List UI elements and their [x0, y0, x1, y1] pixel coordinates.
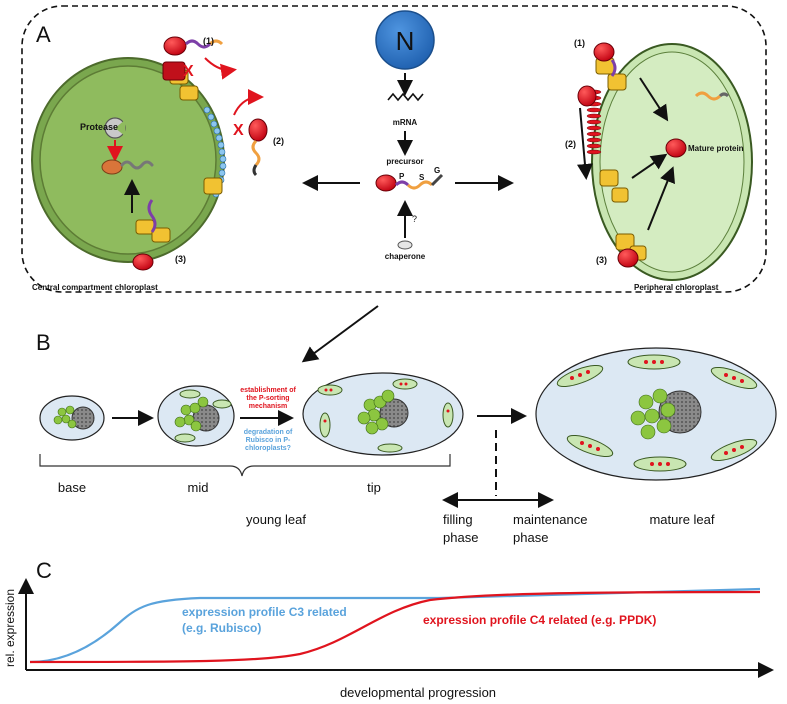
- translocon-icon: [135, 69, 223, 243]
- svg-text:P: P: [399, 172, 405, 181]
- mature-protein-label: Mature protein: [688, 144, 744, 153]
- chaperone-label: chaperone: [385, 252, 426, 261]
- cell-base: [39, 395, 105, 441]
- svg-text:(2): (2): [565, 139, 576, 149]
- svg-text:(3): (3): [596, 255, 607, 265]
- svg-text:chloroplasts?: chloroplasts?: [245, 445, 291, 452]
- x-axis-label: developmental progression: [340, 685, 496, 700]
- svg-text:degradation of: degradation of: [244, 429, 293, 436]
- svg-text:G: G: [434, 166, 440, 175]
- mature-leaf-label: mature leaf: [649, 512, 714, 527]
- a-to-b-arrow: [301, 305, 379, 363]
- peripheral-chloroplast: Mature protein (1) (2) (3): [565, 38, 753, 281]
- mid-tip-notes: establishment of the P-sorting mechanism…: [240, 387, 296, 452]
- degraded-protein-icon: [101, 159, 123, 175]
- young-leaf-label: young leaf: [246, 512, 306, 527]
- right-chloroplast-caption: Peripheral chloroplast: [634, 283, 719, 292]
- maintenance-phase-1: maintenance: [513, 512, 587, 527]
- svg-text:(1): (1): [574, 38, 585, 48]
- mrna-icon: [387, 92, 424, 102]
- stage-base: base: [58, 480, 86, 495]
- svg-text:mechanism: mechanism: [249, 403, 288, 410]
- left-route1: (1) X: [163, 36, 237, 80]
- svg-text:(1): (1): [203, 36, 214, 46]
- filling-phase-2: phase: [443, 530, 478, 545]
- cell-mature: [535, 347, 777, 481]
- nucleus-label: N: [396, 26, 415, 56]
- filling-phase-1: filling: [443, 512, 473, 527]
- precursor-protein: P S G: [375, 166, 444, 192]
- panel-c-letter: C: [36, 558, 52, 583]
- stage-mid: mid: [188, 480, 209, 495]
- c3-label-1: expression profile C3 related: [182, 605, 347, 619]
- central-chloroplast: Protease: [31, 57, 227, 271]
- cell-tip: [302, 372, 464, 456]
- mrna-label: mRNA: [393, 118, 418, 127]
- question-mark: ?: [412, 214, 417, 224]
- left-route2: (2) X: [233, 89, 284, 177]
- svg-text:(2): (2): [273, 136, 284, 146]
- nucleus: N: [375, 10, 435, 70]
- protease-label: Protease: [80, 122, 118, 132]
- chaperone-icon: [397, 240, 413, 250]
- nucleus-icon: [375, 10, 435, 70]
- panel-b: B establishment of the P-so: [36, 330, 777, 545]
- c4-label: expression profile C4 related (e.g. PPDK…: [423, 613, 656, 627]
- svg-text:the P-sorting: the P-sorting: [246, 395, 289, 402]
- panel-c: C rel. expression developmental progress…: [3, 558, 774, 700]
- cell-mid: [157, 385, 235, 447]
- maintenance-phase-2: phase: [513, 530, 548, 545]
- panel-a: A Protease: [21, 5, 767, 293]
- panel-a-letter: A: [36, 22, 51, 47]
- svg-text:Rubisco in P-: Rubisco in P-: [246, 437, 291, 444]
- panel-a-frame: [21, 5, 767, 293]
- precursor-label: precursor: [386, 157, 423, 166]
- left-chloroplast-caption: Central compartment chloroplast: [32, 283, 158, 292]
- c4-expression-curve: [29, 590, 761, 664]
- svg-text:X: X: [183, 63, 194, 80]
- svg-text:S: S: [419, 173, 425, 182]
- left-route3: (3): [175, 254, 186, 264]
- c3-label-2: (e.g. Rubisco): [182, 621, 261, 635]
- young-leaf-brace: [39, 454, 451, 477]
- stage-tip: tip: [367, 480, 381, 495]
- mature-protein-icon: [665, 138, 687, 158]
- y-axis-label: rel. expression: [3, 589, 17, 667]
- panel-b-letter: B: [36, 330, 51, 355]
- svg-text:establishment of: establishment of: [240, 387, 296, 394]
- svg-text:X: X: [233, 122, 244, 139]
